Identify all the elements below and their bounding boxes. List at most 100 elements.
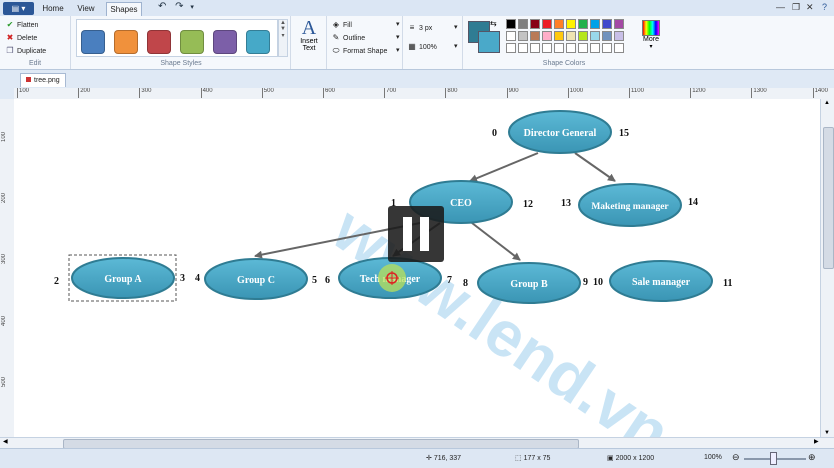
zoom-level: 100% <box>704 454 722 461</box>
swap-colors-icon[interactable]: ⇆ <box>490 19 497 28</box>
edit-group-label: Edit <box>28 60 42 67</box>
selection-icon: ⬚ <box>515 455 522 462</box>
insert-text-button[interactable]: A Insert Text <box>294 18 324 52</box>
more-colors-button[interactable]: More ▾ <box>640 20 662 50</box>
svg-text:Maketing manager: Maketing manager <box>591 202 669 212</box>
flatten-button[interactable]: ✔Flatten <box>6 20 39 29</box>
style-swatch-teal[interactable] <box>246 30 270 54</box>
minimize-icon[interactable]: — <box>776 2 785 12</box>
insert-text-group: A Insert Text <box>292 16 327 69</box>
palette-color-swatch[interactable] <box>518 19 528 29</box>
help-icon[interactable]: ? <box>822 2 828 12</box>
palette-color-swatch[interactable] <box>590 31 600 41</box>
style-swatch-orange[interactable] <box>114 30 138 54</box>
palette-color-swatch[interactable] <box>530 43 540 53</box>
format-shape-button[interactable]: ⬭Format Shape▾ <box>332 46 400 55</box>
node-group-b[interactable]: Group B <box>477 262 581 304</box>
palette-color-swatch[interactable] <box>578 31 588 41</box>
node-group-a[interactable]: Group A <box>68 254 177 302</box>
palette-color-swatch[interactable] <box>590 43 600 53</box>
image-file-icon <box>26 77 31 82</box>
svg-text:Sale manager: Sale manager <box>632 277 691 288</box>
shape-colors-label: Shape Colors <box>542 60 586 67</box>
delete-icon: ✖ <box>6 33 14 42</box>
node-number: 14 <box>688 197 698 208</box>
chevron-down-icon[interactable]: ▾ <box>190 4 194 11</box>
restore-icon[interactable]: ❐ <box>792 2 801 12</box>
undo-icon[interactable]: ↶ <box>158 1 167 12</box>
node-number: 11 <box>723 278 732 289</box>
image-size: ▣ 2000 x 1200 <box>607 455 655 462</box>
vertical-scroll-thumb[interactable] <box>823 127 834 269</box>
document-tab-tree[interactable]: tree.png <box>20 73 66 87</box>
palette-color-swatch[interactable] <box>602 31 612 41</box>
title-bar: ▤ ▾ Home View Shapes ↶ ↷ ▾ — ❐ ✕ ? <box>0 0 834 17</box>
palette-color-swatch[interactable] <box>506 31 516 41</box>
vertical-scrollbar[interactable]: ▲ ▼ <box>820 99 834 437</box>
fill-button[interactable]: ◈Fill▾ <box>332 20 400 29</box>
pause-overlay[interactable] <box>388 206 444 262</box>
connector-director-marketing <box>574 152 616 182</box>
node-number: 15 <box>619 128 629 139</box>
palette-color-swatch[interactable] <box>566 31 576 41</box>
selection-rectangle[interactable] <box>68 254 177 302</box>
duplicate-button[interactable]: ❐Duplicate <box>6 46 47 55</box>
zoom-out-icon[interactable]: ⊖ <box>732 452 740 462</box>
node-group-c[interactable]: Group C <box>204 258 308 300</box>
outline-button[interactable]: ✎Outline▾ <box>332 33 400 42</box>
palette-color-swatch[interactable] <box>566 43 576 53</box>
quick-access-toolbar: ↶ ↷ ▾ <box>158 1 194 12</box>
palette-color-swatch[interactable] <box>590 19 600 29</box>
line-width-dropdown[interactable]: ≡3 px▾ <box>409 23 458 32</box>
palette-color-swatch[interactable] <box>554 43 564 53</box>
palette-color-swatch[interactable] <box>542 43 552 53</box>
palette-color-swatch[interactable] <box>530 19 540 29</box>
palette-color-swatch[interactable] <box>602 19 612 29</box>
tab-home[interactable]: Home <box>42 4 64 13</box>
scroll-down-icon[interactable]: ▼ <box>824 430 830 436</box>
palette-color-swatch[interactable] <box>542 31 552 41</box>
zoom-slider-knob[interactable] <box>770 452 777 465</box>
palette-color-swatch[interactable] <box>614 19 624 29</box>
secondary-color-swatch[interactable] <box>478 31 500 53</box>
palette-color-swatch[interactable] <box>614 31 624 41</box>
style-swatch-blue[interactable] <box>81 30 105 54</box>
node-marketing-manager[interactable]: Maketing manager <box>578 183 682 227</box>
image-canvas[interactable]: www.lend.vn Director General CEO Maketin… <box>14 99 820 437</box>
scroll-up-icon[interactable]: ▲ <box>824 100 830 106</box>
redo-icon[interactable]: ↷ <box>175 1 184 12</box>
opacity-dropdown[interactable]: ▦100%▾ <box>408 42 458 51</box>
tab-view[interactable]: View <box>77 4 95 13</box>
node-number: 10 <box>593 277 603 288</box>
ruler-tick-label: 500 <box>261 88 274 98</box>
tab-shapes[interactable]: Shapes <box>106 2 142 17</box>
palette-color-swatch[interactable] <box>578 43 588 53</box>
palette-color-swatch[interactable] <box>530 31 540 41</box>
style-swatch-green[interactable] <box>180 30 204 54</box>
palette-color-swatch[interactable] <box>506 19 516 29</box>
palette-color-swatch[interactable] <box>578 19 588 29</box>
palette-color-swatch[interactable] <box>602 43 612 53</box>
node-director-general[interactable]: Director General <box>508 110 612 154</box>
style-swatch-red[interactable] <box>147 30 171 54</box>
scroll-left-icon[interactable]: ◀ <box>3 439 8 445</box>
image-size-icon: ▣ <box>607 455 614 462</box>
zoom-in-icon[interactable]: ⊕ <box>808 452 816 462</box>
node-sale-manager[interactable]: Sale manager <box>609 260 713 302</box>
gallery-scroll[interactable]: ▲▼▾ <box>278 19 288 57</box>
file-menu-button[interactable]: ▤ ▾ <box>3 2 34 15</box>
palette-color-swatch[interactable] <box>614 43 624 53</box>
ruler-tick-label: 1300 <box>751 88 767 98</box>
palette-color-swatch[interactable] <box>518 43 528 53</box>
palette-color-swatch[interactable] <box>554 31 564 41</box>
svg-text:Group B: Group B <box>510 279 548 290</box>
palette-color-swatch[interactable] <box>518 31 528 41</box>
scroll-right-icon[interactable]: ▶ <box>814 439 819 445</box>
palette-color-swatch[interactable] <box>566 19 576 29</box>
palette-color-swatch[interactable] <box>542 19 552 29</box>
close-icon[interactable]: ✕ <box>806 2 814 12</box>
palette-color-swatch[interactable] <box>554 19 564 29</box>
delete-button[interactable]: ✖Delete <box>6 33 38 42</box>
style-swatch-purple[interactable] <box>213 30 237 54</box>
palette-color-swatch[interactable] <box>506 43 516 53</box>
